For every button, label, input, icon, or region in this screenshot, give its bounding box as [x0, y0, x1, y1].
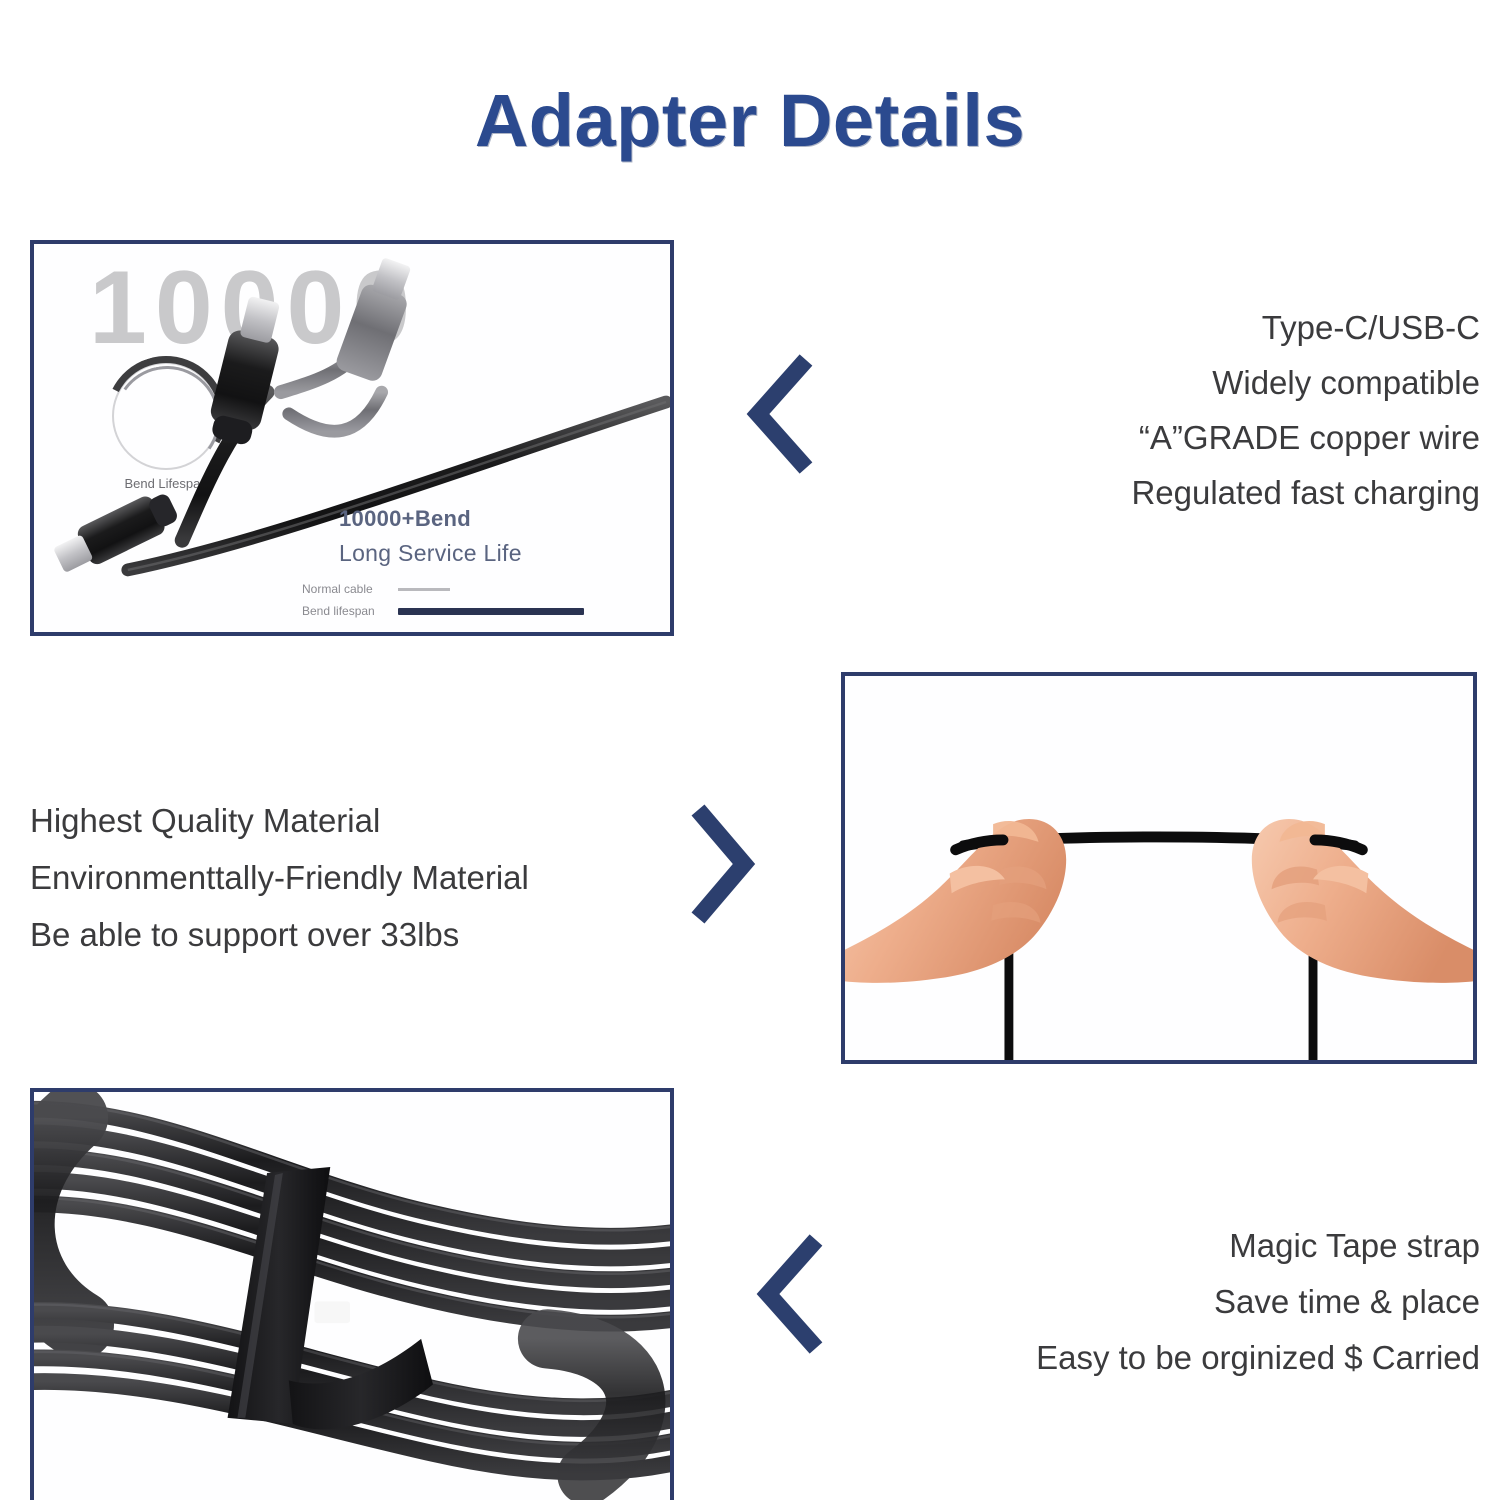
hands-pulling-illustration	[845, 819, 1473, 1060]
legend-row: Normal cable	[302, 578, 632, 600]
feature-line: Widely compatible	[1212, 364, 1480, 401]
feature-list-left: Highest Quality Material Environmenttall…	[30, 792, 690, 963]
legend-bar-bend-lifespan	[398, 607, 584, 615]
feature-list-bottom: Magic Tape strap Save time & place Easy …	[880, 1218, 1480, 1386]
chevron-right-middle-icon	[686, 802, 758, 926]
legend-row: Bend lifespan	[302, 600, 632, 622]
feature-line: Magic Tape strap	[1229, 1227, 1480, 1264]
bend-lifespan-caption: Bend Lifespan	[124, 476, 208, 491]
coiled-cable-strap-illustration	[34, 1092, 670, 1500]
feature-line: “A”GRADE copper wire	[1138, 419, 1480, 456]
cable-caption-line-1: 10000+Bend	[339, 506, 472, 531]
feature-line: Highest Quality Material	[30, 802, 381, 839]
page-title: Adapter Details	[474, 79, 1026, 162]
cable-caption-line-2: Long Service Life	[339, 540, 522, 566]
bend-legend: Normal cable Bend lifespan	[302, 578, 632, 622]
panel-cable-bend-photo: 10000 Bend Lifespan	[30, 240, 674, 636]
chevron-left-top-icon	[744, 352, 818, 476]
feature-line: Regulated fast charging	[1131, 474, 1480, 511]
feature-line: Save time & place	[1214, 1283, 1480, 1320]
feature-line: Easy to be orginized $ Carried	[1036, 1339, 1480, 1376]
velcro-strap	[227, 1167, 433, 1430]
feature-line: Type-C/USB-C	[1261, 309, 1480, 346]
panel-cable-strap-photo	[30, 1088, 674, 1500]
legend-bar-normal-cable	[398, 587, 450, 591]
legend-label-normal-cable: Normal cable	[302, 582, 373, 596]
legend-label-bend-lifespan: Bend lifespan	[302, 604, 375, 618]
chevron-left-bottom-icon	[754, 1232, 828, 1356]
cable-illustration	[54, 258, 670, 577]
feature-list-right: Type-C/USB-C Widely compatible “A”GRADE …	[880, 300, 1480, 520]
feature-line: Be able to support over 33lbs	[30, 916, 460, 953]
panel-hands-pulling-cable-photo	[841, 672, 1477, 1064]
feature-line: Environmenttally-Friendly Material	[30, 859, 529, 896]
